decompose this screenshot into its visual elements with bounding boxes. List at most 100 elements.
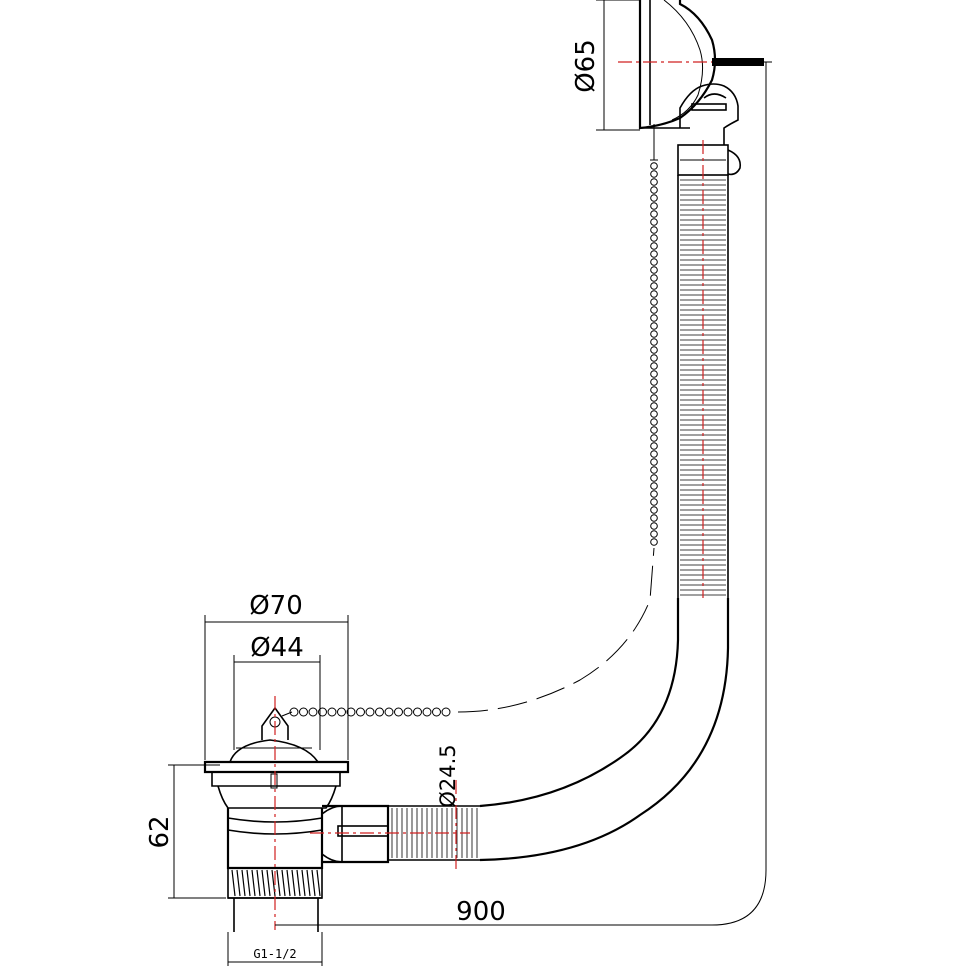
- thread-lines: [231, 869, 321, 897]
- thread-line: [266, 869, 271, 897]
- chain-bead: [650, 266, 658, 274]
- chain-bead: [327, 707, 337, 717]
- chain-bead: [441, 707, 451, 717]
- chain-bead: [650, 362, 658, 370]
- chain-bead: [650, 338, 658, 346]
- chain-bead: [650, 514, 658, 522]
- chain-bead: [650, 442, 658, 450]
- inner-diameter-label: Ø44: [250, 633, 304, 663]
- thread-line: [241, 869, 246, 897]
- thread-line: [236, 869, 241, 897]
- chain-bead: [650, 418, 658, 426]
- chain-bead: [650, 282, 658, 290]
- chain-bead: [650, 498, 658, 506]
- height-label: 62: [145, 815, 175, 848]
- thread-line: [231, 869, 236, 897]
- chain-bead: [650, 394, 658, 402]
- chain-bead: [650, 370, 658, 378]
- chain-bead: [650, 194, 658, 202]
- dim-hose-diameter: Ø24.5: [436, 744, 460, 807]
- chain-bead: [403, 707, 413, 717]
- chain-bead: [650, 346, 658, 354]
- chain-bead: [650, 538, 658, 546]
- chain-bead: [384, 707, 394, 717]
- chain-bead: [650, 234, 658, 242]
- dim-height: 62: [145, 764, 226, 899]
- chain-bead: [375, 707, 384, 717]
- chain-bead: [650, 522, 658, 530]
- chain-bead: [650, 170, 658, 178]
- centerlines: [274, 61, 712, 930]
- chain-bead: [346, 707, 356, 717]
- chain-bead: [650, 218, 658, 226]
- chain-bead: [650, 162, 658, 170]
- overflow-diameter-label: Ø65: [571, 39, 601, 93]
- chain-bead: [650, 426, 658, 434]
- chain-bead: [337, 707, 346, 717]
- chain-bead: [650, 250, 658, 258]
- chain-bead: [650, 354, 658, 362]
- chain-bead: [650, 274, 658, 282]
- chain-bead: [650, 386, 658, 394]
- thread-line: [276, 869, 281, 897]
- chain-bead: [308, 707, 318, 717]
- thread-line: [281, 869, 286, 897]
- overflow-head: [638, 0, 772, 176]
- thread-line: [316, 869, 321, 897]
- thread-line: [301, 869, 306, 897]
- chain-bead: [650, 290, 658, 298]
- thread-line: [306, 869, 311, 897]
- chain-bead: [356, 707, 365, 717]
- chain-bead: [650, 450, 658, 458]
- chain-bead: [650, 330, 658, 338]
- chain-bead: [650, 490, 658, 498]
- chain-bead: [650, 402, 658, 410]
- chain-link: [281, 711, 293, 717]
- chain-bead: [650, 298, 658, 306]
- thread-line: [296, 869, 301, 897]
- chain-bead: [650, 466, 658, 474]
- waste-body: [203, 706, 390, 932]
- thread-line: [251, 869, 256, 897]
- chain-bead: [650, 410, 658, 418]
- chain-bead: [432, 707, 441, 717]
- chain-bead: [650, 258, 658, 266]
- thread-line: [246, 869, 251, 897]
- dim-inner-diameter: Ø44: [233, 633, 321, 750]
- curved-hose: [479, 598, 730, 862]
- chain-bead: [650, 202, 658, 210]
- dim-stopper-diameter: Ø70: [204, 591, 349, 760]
- chain-bead: [413, 707, 422, 717]
- chain-bead: [650, 482, 658, 490]
- chain-bead: [650, 378, 658, 386]
- vertical-chain: [650, 162, 658, 546]
- chain-bead: [650, 178, 658, 186]
- stopper-diameter-label: Ø70: [249, 591, 303, 621]
- thread-line: [256, 869, 261, 897]
- chain-bead: [650, 210, 658, 218]
- chain-bead: [650, 506, 658, 514]
- chain-bead: [650, 226, 658, 234]
- overflow-rod: [712, 58, 764, 66]
- chain-bead: [650, 314, 658, 322]
- chain-bead: [394, 707, 403, 717]
- chain-bead: [289, 707, 299, 717]
- chain-bead: [422, 707, 432, 717]
- chain-bead: [650, 322, 658, 330]
- chain-bead: [650, 186, 658, 194]
- horizontal-chain: [281, 707, 451, 717]
- thread-label: G1-1/2: [253, 947, 296, 961]
- hose-diameter-label: Ø24.5: [436, 744, 460, 807]
- length-label: 900: [456, 897, 506, 927]
- chain-bead: [650, 474, 658, 482]
- chain-bead: [650, 242, 658, 250]
- thread-line: [261, 869, 266, 897]
- dim-thread: G1-1/2: [227, 932, 323, 966]
- thread-line: [286, 869, 291, 897]
- chain-bead: [650, 306, 658, 314]
- chain-bead: [650, 434, 658, 442]
- dim-overflow-diameter: Ø65: [571, 0, 640, 131]
- dim-length: 900: [275, 61, 772, 927]
- chain-hidden-path: [457, 547, 655, 713]
